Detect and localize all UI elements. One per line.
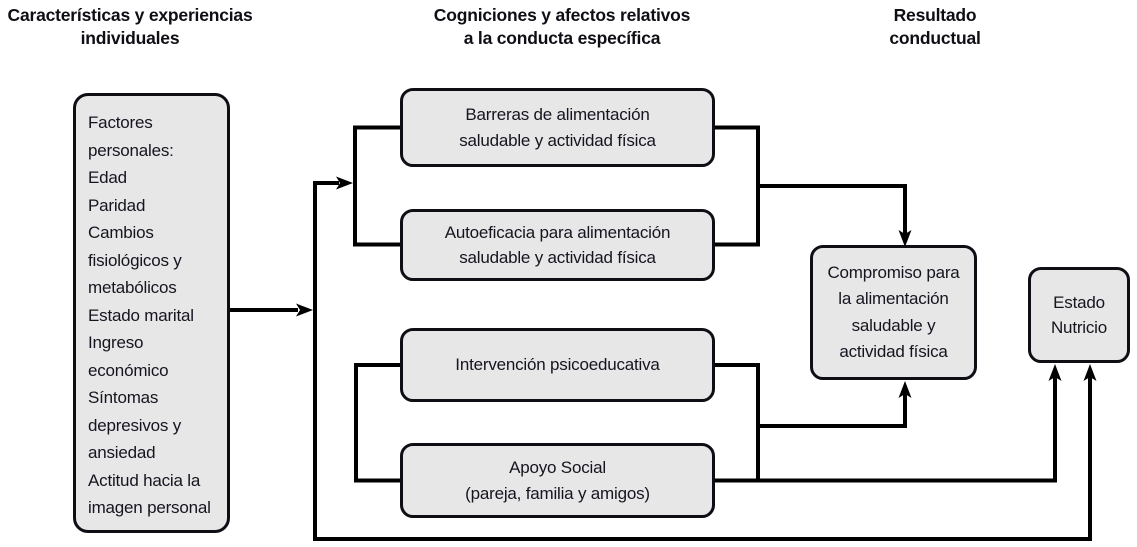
connector-bracket2-to-compromiso bbox=[756, 393, 907, 428]
barreras-text: Barreras de alimentación saludable y act… bbox=[459, 105, 656, 150]
connector-trunk-feedback bbox=[313, 183, 1092, 541]
personal-factors-text: Factores personales: Edad Paridad Cambio… bbox=[88, 113, 211, 518]
arrowhead-into-compromiso-top bbox=[898, 230, 912, 247]
connector-bracket1-to-compromiso bbox=[756, 184, 907, 234]
column-header-behavioral-outcome: Resultado conductual bbox=[889, 5, 981, 48]
arrowhead-trunk-to-bracket1 bbox=[336, 176, 353, 190]
box-barreras: Barreras de alimentación saludable y act… bbox=[400, 88, 715, 167]
autoeficacia-text: Autoeficacia para alimentación saludable… bbox=[444, 222, 671, 268]
estado-nutricio-text: Estado Nutricio bbox=[1050, 292, 1108, 338]
box-compromiso: Compromiso para la alimentación saludabl… bbox=[810, 245, 977, 380]
box-personal-factors: Factores personales: Edad Paridad Cambio… bbox=[73, 93, 230, 533]
box-intervencion: Intervención psicoeducativa bbox=[400, 328, 715, 402]
box-apoyo-social: Apoyo Social (pareja, familia y amigos) bbox=[400, 443, 715, 518]
arrowhead-personal-to-trunk bbox=[296, 303, 313, 317]
connector-apoyo-to-estado bbox=[713, 377, 1057, 483]
box-autoeficacia: Autoeficacia para alimentación saludable… bbox=[400, 209, 715, 281]
bracket-right-boxes34 bbox=[713, 363, 760, 481]
arrowhead-apoyo-to-estado bbox=[1048, 364, 1062, 381]
bracket-right-boxes12 bbox=[713, 125, 760, 247]
column-header-cognitions-affects: Cogniciones y afectos relativos a la con… bbox=[433, 5, 691, 48]
bracket-left-boxes12 bbox=[353, 125, 402, 247]
compromiso-text: Compromiso para la alimentación saludabl… bbox=[827, 262, 960, 361]
bracket-left-boxes34 bbox=[354, 363, 402, 483]
intervencion-text: Intervención psicoeducativa bbox=[455, 355, 660, 375]
column-header-individual-characteristics: Características y experiencias individua… bbox=[7, 5, 253, 48]
box-estado-nutricio: Estado Nutricio bbox=[1028, 267, 1130, 363]
arrowhead-feedback-to-estado bbox=[1083, 364, 1097, 381]
apoyo-social-text: Apoyo Social (pareja, familia y amigos) bbox=[465, 458, 650, 503]
arrowhead-into-compromiso-bottom bbox=[898, 381, 912, 398]
